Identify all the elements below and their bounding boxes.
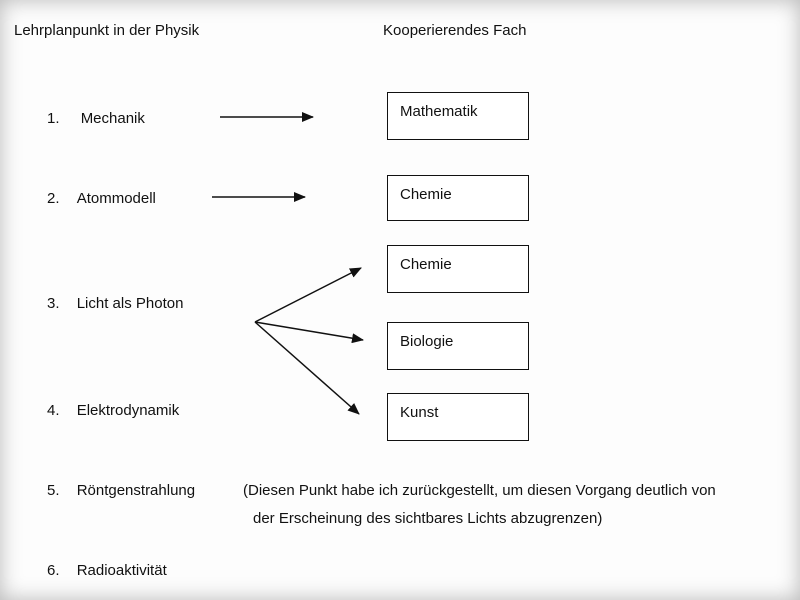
topic-number: 3. xyxy=(47,295,60,312)
topic-elektrodynamik: 4. Elektrodynamik xyxy=(47,402,179,419)
arrow-licht-to-biologie xyxy=(254,321,364,344)
subject-label: Kunst xyxy=(400,404,439,421)
topic-label: Röntgenstrahlung xyxy=(76,482,196,499)
topic-label: Radioaktivität xyxy=(76,562,167,579)
header-cooperating-subject: Kooperierendes Fach xyxy=(383,22,527,39)
topic-number: 2. xyxy=(47,190,60,207)
topic-number: 5. xyxy=(47,482,60,499)
topic-number: 6. xyxy=(47,562,60,579)
subject-box-chemie-1: Chemie xyxy=(387,175,529,221)
topic-mechanik: 1. Mechanik xyxy=(47,110,145,127)
topic-label: Atommodell xyxy=(76,190,156,207)
topic-roentgenstrahlung: 5. Röntgenstrahlung xyxy=(47,482,195,499)
topic-number: 4. xyxy=(47,402,60,419)
arrow-licht-to-kunst xyxy=(254,321,360,415)
subject-box-chemie-2: Chemie xyxy=(387,245,529,293)
subject-label: Chemie xyxy=(400,186,452,203)
topic-label: Elektrodynamik xyxy=(76,402,180,419)
arrow-licht-to-chemie xyxy=(254,267,362,323)
note-line-2: der Erscheinung des sichtbares Lichts ab… xyxy=(253,510,603,527)
topic-number: 1. xyxy=(47,110,60,127)
topic-label: Mechanik xyxy=(80,110,145,127)
topic-licht-als-photon: 3. Licht als Photon xyxy=(47,295,183,312)
subject-box-mathematik: Mathematik xyxy=(387,92,529,140)
note-line-1: (Diesen Punkt habe ich zurückgestellt, u… xyxy=(243,482,716,499)
subject-box-kunst: Kunst xyxy=(387,393,529,441)
subject-box-biologie: Biologie xyxy=(387,322,529,370)
topic-radioaktivitaet: 6. Radioaktivität xyxy=(47,562,167,579)
subject-label: Biologie xyxy=(400,333,454,350)
topic-atommodell: 2. Atommodell xyxy=(47,190,156,207)
topic-label: Licht als Photon xyxy=(76,295,184,312)
header-physics-topic: Lehrplanpunkt in der Physik xyxy=(14,22,200,39)
subject-label: Mathematik xyxy=(400,103,478,120)
subject-label: Chemie xyxy=(400,256,452,273)
